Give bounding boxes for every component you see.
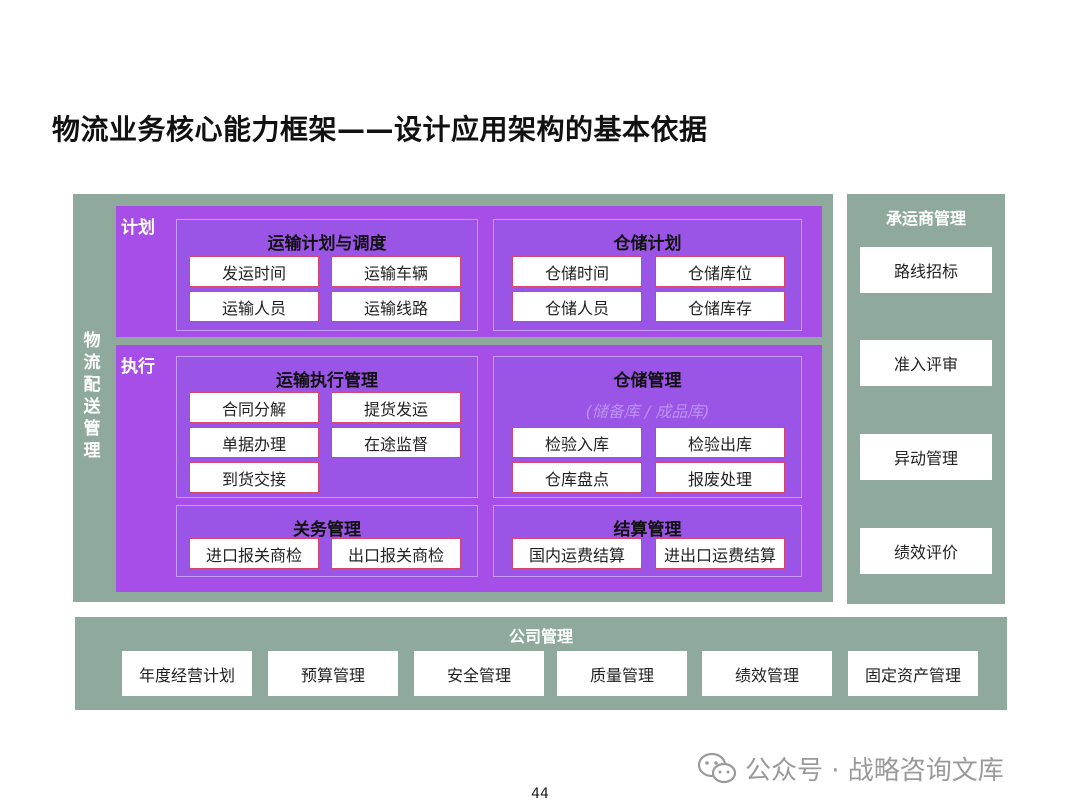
transport-plan-title: 运输计划与调度 [267, 234, 387, 254]
page-title: 物流业务核心能力框架——设计应用架构的基本依据 [52, 113, 708, 146]
logistics-distribution-label: 物流配送管理 [83, 331, 101, 461]
watermark: 公众号 · 战略咨询文库 [697, 750, 1004, 787]
company-item-safety[interactable]: 安全管理 [414, 651, 544, 696]
page-number: 44 [531, 786, 549, 802]
exec-item-domestic-freight[interactable]: 国内运费结算 [512, 538, 642, 569]
company-item-annual-plan[interactable]: 年度经营计划 [122, 651, 252, 696]
exec-item-export-customs[interactable]: 出口报关商检 [331, 538, 461, 569]
warehouse-mgmt-title: 仓储管理 [613, 371, 682, 391]
carrier-item-access-review[interactable]: 准入评审 [860, 340, 992, 386]
company-item-fixed-assets[interactable]: 固定资产管理 [848, 651, 978, 696]
settlement-title: 结算管理 [613, 520, 682, 540]
plan-item-transport-vehicle[interactable]: 运输车辆 [331, 256, 461, 287]
plan-item-dispatch-time[interactable]: 发运时间 [189, 256, 319, 287]
plan-item-storage-time[interactable]: 仓储时间 [512, 256, 642, 287]
exec-item-contract-split[interactable]: 合同分解 [189, 392, 319, 423]
plan-item-storage-location[interactable]: 仓储库位 [655, 256, 785, 287]
carrier-item-performance[interactable]: 绩效评价 [860, 528, 992, 574]
warehouse-mgmt-subtitle: (储备库 / 成品库) [585, 402, 710, 421]
exec-item-document-handling[interactable]: 单据办理 [189, 427, 319, 458]
wechat-icon [697, 752, 737, 783]
watermark-text: 公众号 · 战略咨询文库 [745, 756, 1004, 786]
carrier-title: 承运商管理 [885, 209, 966, 228]
exec-item-inbound-inspection[interactable]: 检验入库 [512, 427, 642, 458]
company-item-budget[interactable]: 预算管理 [268, 651, 398, 696]
exec-item-import-customs[interactable]: 进口报关商检 [189, 538, 319, 569]
plan-item-transport-staff[interactable]: 运输人员 [189, 291, 319, 322]
exec-item-outbound-inspection[interactable]: 检验出库 [655, 427, 785, 458]
exec-item-intl-freight[interactable]: 进出口运费结算 [655, 538, 785, 569]
exec-item-stocktaking[interactable]: 仓库盘点 [512, 462, 642, 493]
plan-item-storage-staff[interactable]: 仓储人员 [512, 291, 642, 322]
warehouse-plan-title: 仓储计划 [613, 234, 682, 254]
plan-item-transport-route[interactable]: 运输线路 [331, 291, 461, 322]
exec-item-transit-monitoring[interactable]: 在途监督 [331, 427, 461, 458]
company-item-quality[interactable]: 质量管理 [557, 651, 687, 696]
exec-item-delivery-handover[interactable]: 到货交接 [189, 462, 319, 493]
company-title: 公司管理 [508, 627, 573, 646]
customs-title: 关务管理 [293, 520, 361, 540]
carrier-item-route-tender[interactable]: 路线招标 [860, 247, 992, 293]
exec-item-scrap-handling[interactable]: 报废处理 [655, 462, 785, 493]
plan-item-storage-inventory[interactable]: 仓储库存 [655, 291, 785, 322]
transport-exec-title: 运输执行管理 [276, 371, 378, 391]
plan-label: 计划 [121, 218, 155, 238]
company-item-performance[interactable]: 绩效管理 [702, 651, 832, 696]
exec-label: 执行 [121, 357, 155, 377]
exec-item-pickup-dispatch[interactable]: 提货发运 [331, 392, 461, 423]
carrier-item-change-mgmt[interactable]: 异动管理 [860, 434, 992, 480]
